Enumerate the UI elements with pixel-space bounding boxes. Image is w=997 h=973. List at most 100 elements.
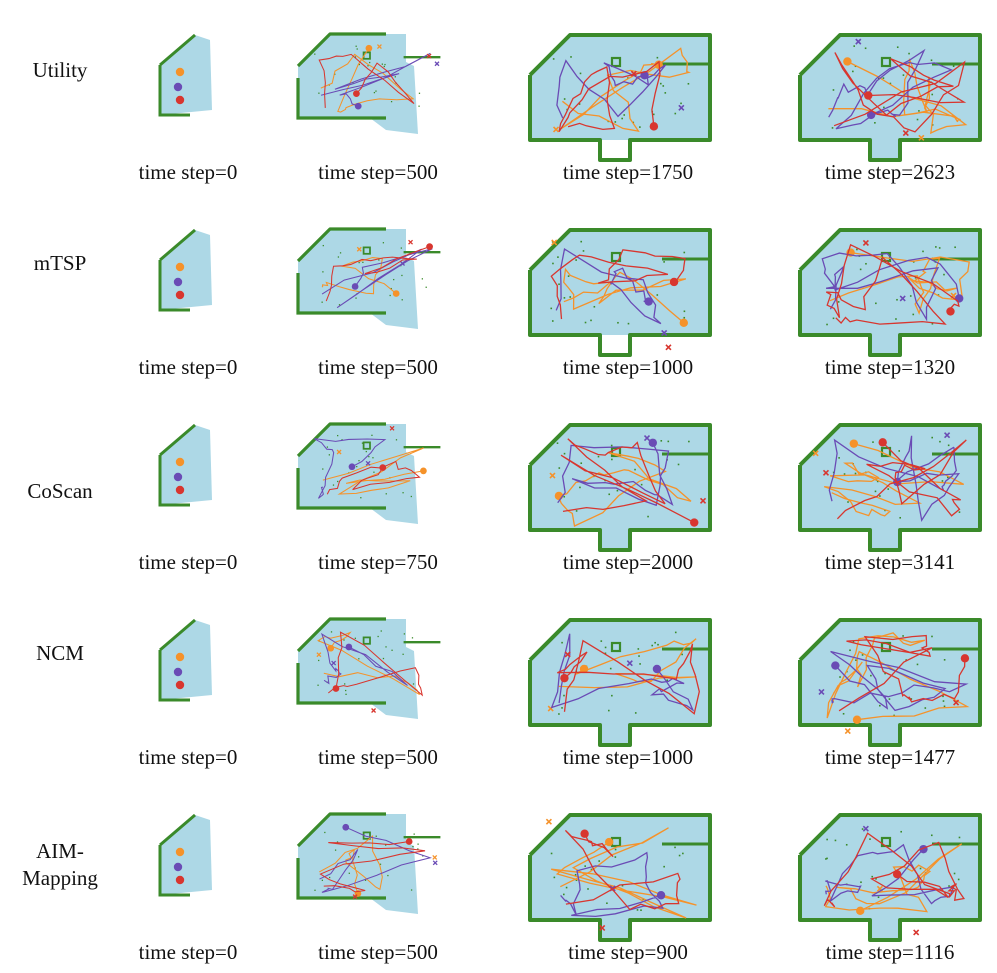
obstacle — [550, 307, 553, 310]
obstacle — [947, 476, 949, 479]
map-panel — [290, 810, 450, 935]
obstacle — [395, 439, 398, 441]
goal-marker — [551, 239, 558, 246]
obstacle — [877, 896, 880, 899]
obstacle — [905, 659, 908, 661]
obstacle — [888, 698, 891, 700]
obstacle — [373, 91, 376, 94]
obstacle — [871, 875, 874, 878]
row-label: Utility — [32, 58, 88, 82]
obstacle — [895, 318, 897, 320]
robot-marker — [175, 290, 185, 300]
map-panel — [290, 420, 450, 545]
obstacle — [563, 694, 565, 697]
trajectory — [319, 841, 426, 893]
wall — [159, 228, 196, 262]
obstacle — [393, 278, 395, 281]
obstacle — [565, 886, 568, 889]
explored-area — [800, 35, 980, 160]
goal-stroke — [434, 61, 440, 67]
robot-marker — [173, 667, 183, 677]
obstacle — [391, 649, 393, 651]
obstacle — [411, 637, 414, 639]
panel-caption: time step=1477 — [824, 745, 956, 769]
obstacle — [390, 100, 393, 103]
obstacle — [637, 648, 640, 650]
goal-stroke — [376, 44, 382, 49]
obstacle — [383, 65, 385, 68]
obstacle — [410, 889, 413, 891]
panel-caption: time step=0 — [138, 550, 238, 574]
goal-stroke — [899, 295, 906, 302]
wall — [528, 423, 712, 552]
obstacle — [896, 298, 898, 301]
obstacle — [355, 297, 357, 299]
obstacle — [912, 313, 915, 316]
goal-stroke — [918, 134, 925, 141]
obstacle — [952, 65, 955, 68]
explored-area — [530, 425, 710, 550]
map-svg — [158, 618, 212, 702]
obstacle — [826, 323, 828, 326]
trajectory — [833, 52, 967, 133]
map-svg — [296, 812, 441, 914]
robot-marker — [580, 829, 589, 838]
obstacle — [579, 72, 582, 75]
obstacle — [954, 246, 956, 249]
trajectory — [560, 47, 691, 133]
row-label: NCM — [36, 641, 84, 665]
robot-marker — [954, 294, 964, 303]
map-svg — [798, 33, 982, 162]
map-svg — [798, 618, 982, 747]
map-panel — [150, 810, 240, 905]
obstacle — [953, 872, 956, 875]
goal-stroke — [316, 652, 322, 658]
robot-marker — [878, 438, 887, 447]
obstacle — [590, 319, 592, 322]
obstacle — [611, 694, 613, 697]
robot-marker — [175, 875, 185, 885]
goal-marker — [913, 929, 920, 936]
trajectory — [556, 452, 692, 527]
panel-caption: time step=900 — [568, 940, 688, 964]
goal-stroke — [400, 261, 405, 266]
map-svg — [158, 228, 212, 312]
obstacle — [849, 649, 851, 652]
goal-stroke — [812, 450, 819, 457]
obstacle — [425, 286, 427, 288]
obstacle — [606, 902, 608, 905]
obstacle — [657, 643, 659, 646]
goal-stroke — [876, 885, 883, 892]
panel-caption: time step=2000 — [562, 550, 694, 574]
obstacle — [896, 46, 899, 49]
obstacle — [918, 110, 920, 112]
goal-stroke — [408, 239, 414, 245]
obstacle — [375, 835, 377, 837]
goal-marker — [376, 44, 382, 49]
obstacle — [354, 56, 357, 58]
obstacle — [552, 58, 555, 60]
map-svg — [798, 228, 982, 357]
panel-caption: time step=500 — [318, 940, 438, 964]
robot-marker — [843, 57, 852, 66]
robot-marker — [354, 102, 362, 110]
robot-marker — [405, 838, 413, 845]
obstacle — [597, 455, 600, 458]
trajectory — [828, 435, 961, 522]
obstacle — [336, 841, 339, 843]
obstacle — [943, 273, 945, 276]
obstacle — [942, 700, 945, 702]
obstacle — [908, 52, 910, 55]
robot-marker — [348, 463, 356, 471]
wall — [528, 33, 712, 162]
trajectory — [824, 843, 963, 913]
goal-stroke — [331, 660, 337, 666]
obstacle — [677, 463, 680, 466]
trajectory — [321, 248, 433, 309]
explored-area — [298, 619, 418, 719]
goal-stroke — [336, 449, 342, 455]
map-svg — [296, 617, 441, 719]
robot-marker — [175, 67, 185, 77]
obstacle — [664, 92, 667, 94]
robot-marker — [175, 95, 185, 105]
